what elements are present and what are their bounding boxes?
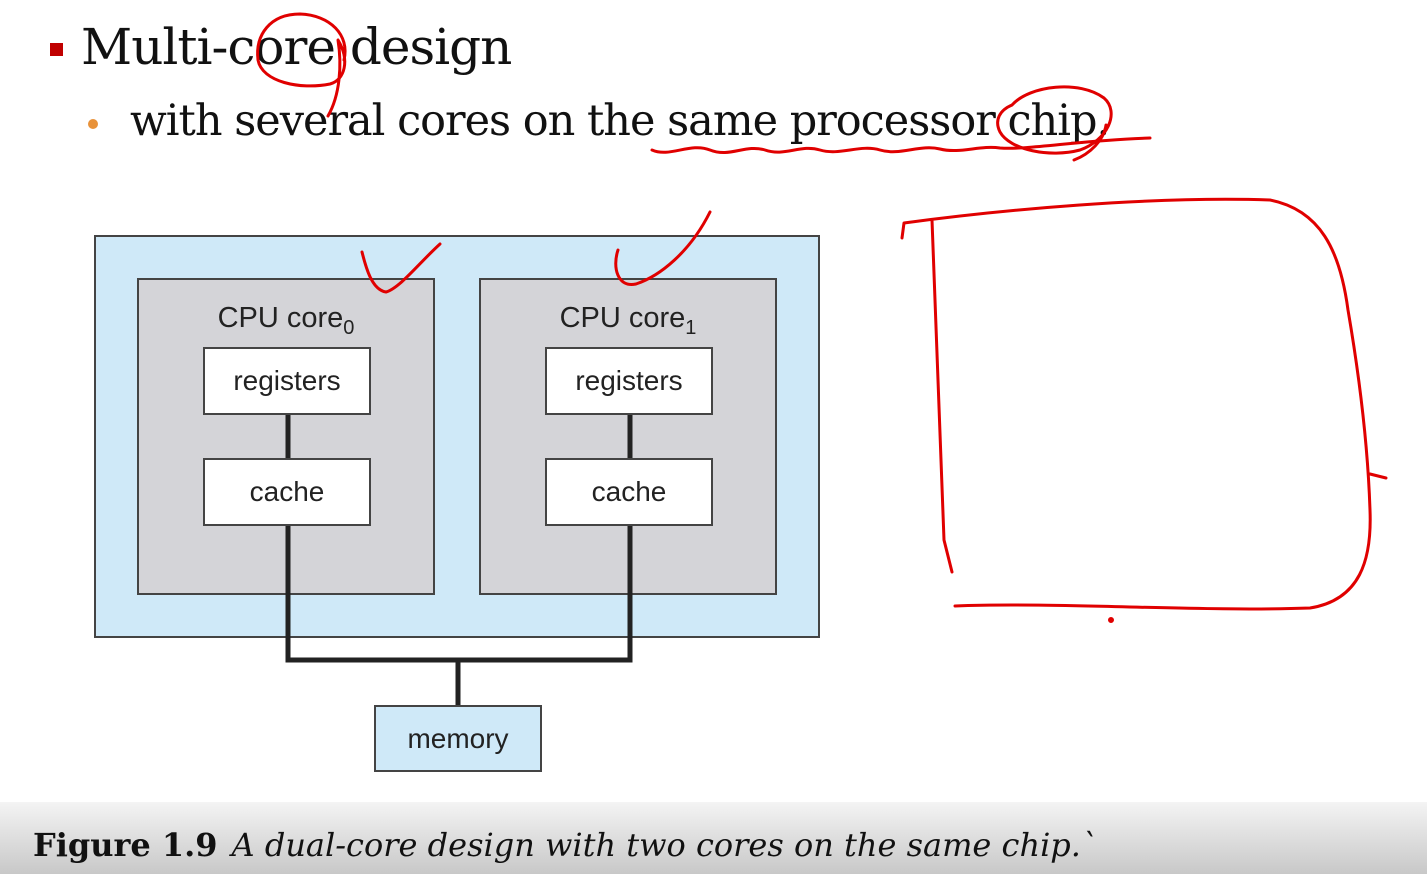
bullet-square-icon bbox=[50, 42, 63, 56]
core-title: CPU core1 bbox=[559, 302, 697, 339]
cache-box-core-1: cache bbox=[545, 458, 713, 526]
bullet-dot-icon bbox=[88, 119, 98, 129]
caption-bar bbox=[0, 802, 1427, 874]
cache-box-core-0: cache bbox=[203, 458, 371, 526]
caption-text: A dual-core design with two cores on the… bbox=[231, 826, 1097, 864]
core-title: CPU core0 bbox=[217, 302, 355, 339]
figure-caption: Figure 1.9 A dual-core design with two co… bbox=[33, 826, 1097, 864]
memory-box: memory bbox=[374, 705, 542, 772]
caption-label: Figure 1.9 bbox=[33, 826, 218, 864]
registers-box-core-0: registers bbox=[203, 347, 371, 415]
registers-box-core-1: registers bbox=[545, 347, 713, 415]
